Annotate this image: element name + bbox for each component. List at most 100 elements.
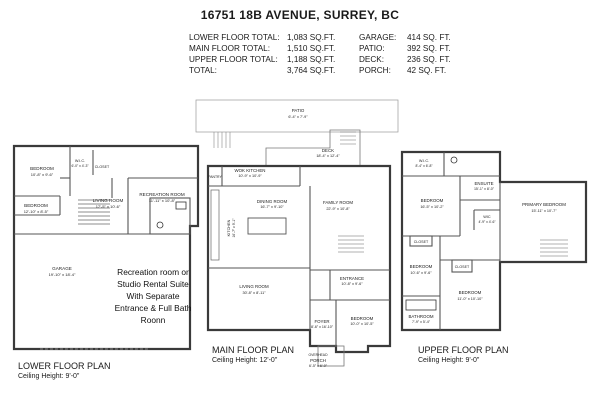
area-row: TOTAL: 3,764 SQ.FT. PORCH: 42 SQ. FT. xyxy=(189,65,463,76)
bathroom-label: BATHROOM xyxy=(408,314,433,319)
living-room-dim: 30'-8" x 8'-11" xyxy=(242,291,266,295)
upper-bedroom2-dim: 10'-6" x 9'-6" xyxy=(410,271,432,275)
area-label: TOTAL: xyxy=(189,66,217,75)
area-row: MAIN FLOOR TOTAL: 1,510 SQ.FT. PATIO: 39… xyxy=(189,43,463,54)
garage-dim: 19'-10" x 18'-4" xyxy=(49,272,76,277)
upper-floor-title: UPPER FLOOR PLAN xyxy=(418,345,509,355)
upper-closet2-label: CLOSET xyxy=(455,265,470,269)
kitchen-dim: 16'-7" x 9'-1" xyxy=(232,218,236,238)
wic2-dim: 4'-9" x 4'-6" xyxy=(478,220,496,224)
bathroom-dim: 7'-9" x 5'-4" xyxy=(412,320,431,324)
kitchen-label: KITCHEN xyxy=(227,219,231,236)
upper-bedroom2-label: BEDROOM xyxy=(410,264,433,269)
toilet-fixture xyxy=(156,221,164,229)
upper-closet xyxy=(409,235,433,247)
upper-closet xyxy=(451,259,473,273)
entrance-label: ENTRANCE xyxy=(340,276,364,281)
upper-bedroom1-label: BEDROOM xyxy=(421,198,444,203)
deck-outline xyxy=(265,129,361,167)
lower-bathroom xyxy=(149,197,191,235)
lower-note-line: Entrance & Full Bath xyxy=(115,303,192,313)
lower-wic-dim: 6'-0" x 4'-3" xyxy=(71,164,89,168)
upper-closet-label: CLOSET xyxy=(414,240,429,244)
upper-bedroom1-dim: 16'-5" x 10'-2" xyxy=(420,205,444,209)
deck-label: DECK xyxy=(322,148,334,153)
area-summary-table: LOWER FLOOR TOTAL: 1,083 SQ.FT. GARAGE: … xyxy=(189,32,463,76)
area-label: DECK: xyxy=(359,55,385,64)
upper-wic-dim: 8'-4" x 6'-8" xyxy=(415,164,433,168)
living-room-label: LIVING ROOM xyxy=(239,284,269,289)
area-value: 1,510 SQ.FT. xyxy=(287,44,336,53)
lower-bedroom2-dim: 12'-10" x 8'-5" xyxy=(24,209,49,214)
porch-dim: 6'-5" x 6'-0" xyxy=(309,364,328,368)
lower-bedroom-label: BEDROOM xyxy=(30,166,54,171)
main-floor-plan: PATIO 6'-4" x 7'-9" DECK 18'-4" x 12'-4"… xyxy=(195,99,399,368)
primary-bedroom-label: PRIMARY BEDROOM xyxy=(522,202,566,207)
main-bedroom-label: BEDROOM xyxy=(351,316,374,321)
patio-dim: 6'-4" x 7'-9" xyxy=(288,115,308,119)
porch-outline xyxy=(317,345,345,367)
lower-wic-label: W.I.C. xyxy=(75,159,85,163)
foyer-dim: 8'-6" x 16'-10" xyxy=(311,325,334,329)
lower-note-line: Recreation room or xyxy=(117,267,189,277)
main-floor-ceiling: Ceiling Height: 12'-0" xyxy=(212,357,278,364)
wok-kitchen-dim: 10'-9" x 10'-9" xyxy=(238,174,262,178)
lower-stairs xyxy=(78,199,110,225)
area-label: PATIO: xyxy=(359,44,385,53)
lower-bedroom-dim: 10'-8" x 9'-6" xyxy=(31,172,54,177)
area-value: 392 SQ. FT. xyxy=(407,44,451,53)
kitchen-counter xyxy=(210,189,220,261)
porch-label: PORCH xyxy=(310,358,326,363)
lower-rec-dim: 11'-11" x 10'-8" xyxy=(149,198,176,203)
lower-note-line: With Separate xyxy=(126,291,179,301)
upper-stairs xyxy=(540,239,568,257)
area-label: UPPER FLOOR TOTAL: xyxy=(189,55,278,64)
wic2-label: WIC xyxy=(483,215,491,219)
area-value: 236 SQ. FT. xyxy=(407,55,451,64)
area-value: 1,188 SQ.FT. xyxy=(287,55,336,64)
lower-closet-label: CLOSET xyxy=(95,165,110,169)
lower-rec-label: RECREATION ROOM xyxy=(139,192,185,197)
ensuite-dim: 15'-1" x 8'-0" xyxy=(474,187,495,191)
lower-living-label: LIVING ROOM xyxy=(93,198,124,203)
area-label: LOWER FLOOR TOTAL: xyxy=(189,33,280,42)
lower-note-line: Roonn xyxy=(141,315,166,325)
lower-living-dim: 17'-5" x 10'-6" xyxy=(96,204,121,209)
main-outer-wall xyxy=(206,164,392,354)
deck-stairs xyxy=(213,131,356,148)
area-label: MAIN FLOOR TOTAL: xyxy=(189,44,270,53)
entrance-dim: 10'-8" x 9'-6" xyxy=(341,282,363,286)
area-row: UPPER FLOOR TOTAL: 1,188 SQ.FT. DECK: 23… xyxy=(189,54,463,65)
deck-dim: 18'-4" x 12'-4" xyxy=(316,154,340,158)
dining-room-label: DINING ROOM xyxy=(257,199,288,204)
area-value: 414 SQ. FT. xyxy=(407,33,451,42)
area-row: LOWER FLOOR TOTAL: 1,083 SQ.FT. GARAGE: … xyxy=(189,32,463,43)
area-value: 3,764 SQ.FT. xyxy=(287,66,336,75)
foyer-label: FOYER xyxy=(314,319,329,324)
area-label: PORCH: xyxy=(359,66,391,75)
area-value: 1,083 SQ.FT. xyxy=(287,33,336,42)
upper-floor-ceiling: Ceiling Height: 9'-0" xyxy=(418,357,480,364)
toilet-fixture xyxy=(450,156,458,164)
primary-bedroom-dim: 15'-11" x 10'-7" xyxy=(531,209,557,213)
pantry-label: PANTRY xyxy=(208,175,222,179)
family-room-label: FAMILY ROOM xyxy=(323,200,353,205)
main-bedroom-dim: 10'-0" x 10'-5" xyxy=(350,322,374,326)
kitchen-island xyxy=(247,217,287,235)
patio-outline xyxy=(195,99,399,133)
tub-fixture xyxy=(405,299,437,311)
upper-wic-label: W.I.C. xyxy=(419,159,429,163)
garage-label: GARAGE xyxy=(52,266,72,271)
property-address-title: 16751 18B AVENUE, SURREY, BC xyxy=(200,8,400,22)
patio-label: PATIO xyxy=(292,108,305,113)
lower-floor-title: LOWER FLOOR PLAN xyxy=(18,361,111,371)
area-value: 42 SQ. FT. xyxy=(407,66,447,75)
wok-kitchen-label: WOK KITCHEN xyxy=(235,168,266,173)
sink-fixture xyxy=(175,201,187,210)
lower-floor-plan: BEDROOM 10'-8" x 9'-6" W.I.C. 6'-0" x 4'… xyxy=(12,144,200,351)
overhead-label: OVERHEAD xyxy=(308,353,328,357)
main-stairs xyxy=(338,235,364,253)
upper-floor-plan: W.I.C. 8'-4" x 6'-8" ENSUITE 15'-1" x 8'… xyxy=(400,150,588,332)
upper-bedroom3-dim: 11'-0" x 10'-10" xyxy=(457,297,483,301)
